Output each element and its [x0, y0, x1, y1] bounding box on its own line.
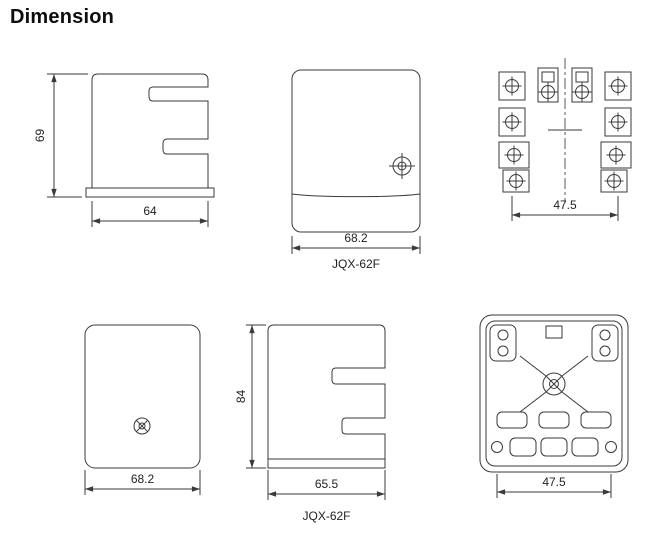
dim-width-65-5: 65.5 [267, 470, 386, 500]
base-view-bottom: 47.5 [479, 314, 629, 498]
dim-width-47-5-bottom: 47.5 [496, 474, 612, 498]
screw-icon [506, 171, 526, 191]
dim-width-68-2: 68.2 [291, 231, 421, 254]
screw-icon [572, 82, 592, 102]
dim-value-height: 84 [234, 390, 248, 404]
base-inner-outline [485, 320, 623, 467]
screw-icon [502, 76, 522, 96]
dim-width-68-2-bottom: 68.2 [84, 470, 201, 495]
screw-icon [133, 417, 151, 435]
cover-outline [291, 69, 421, 233]
base-plate [85, 187, 215, 198]
screw-icon [538, 82, 558, 102]
side-view-top: 69 64 [33, 73, 215, 227]
screw-icon [608, 76, 628, 96]
dim-width-64: 64 [91, 201, 209, 227]
screw-icon [388, 152, 416, 180]
side-view-bottom: 84 65.5 JQX-62F [234, 324, 386, 523]
dim-width-47-5-top: 47.5 [511, 196, 619, 221]
dim-value-width: 68.2 [131, 472, 155, 486]
terminal-view-top: 47.5 [498, 58, 632, 221]
corner-mount-blocks [489, 324, 619, 362]
model-label: JQX-62F [332, 257, 380, 271]
dim-height-69: 69 [33, 73, 88, 198]
center-ribs [519, 355, 589, 413]
body-outline [91, 73, 209, 189]
model-label: JQX-62F [302, 509, 350, 523]
dim-value-width: 68.2 [344, 231, 368, 245]
terminal-slots [491, 411, 617, 457]
base-outline [479, 314, 629, 473]
dim-value-width: 64 [143, 204, 157, 218]
cover-outline [84, 324, 201, 469]
dim-value-width: 65.5 [315, 477, 339, 491]
top-view: 68.2 [84, 324, 201, 495]
base-seam-line [291, 193, 421, 198]
page-title: Dimension [10, 6, 115, 28]
dim-height-84: 84 [234, 324, 266, 469]
screw-icon [504, 145, 524, 165]
screw-icon [608, 112, 628, 132]
body-outline [267, 324, 386, 469]
screw-icon [606, 145, 626, 165]
front-view: 68.2 JQX-62F [291, 69, 421, 271]
screw-icon [604, 171, 624, 191]
dim-value-width: 47.5 [542, 475, 566, 489]
dim-value-height: 69 [33, 129, 47, 143]
screw-icon [502, 112, 522, 132]
terminal-blocks [498, 67, 632, 193]
dim-value-width: 47.5 [553, 198, 577, 212]
screw-icon [542, 372, 566, 396]
